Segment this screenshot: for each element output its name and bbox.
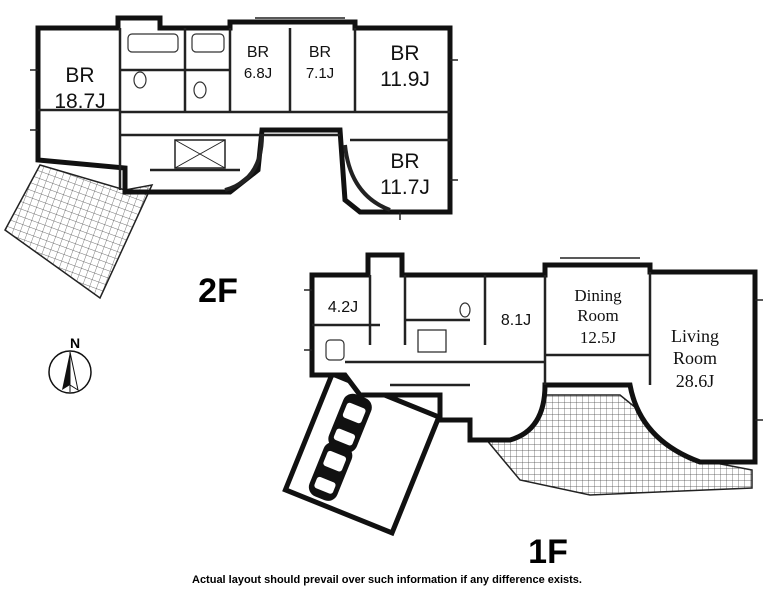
room-label-living-1: Living <box>671 326 719 346</box>
room-label-br-11a: BR <box>390 42 419 65</box>
outer-wall-2f <box>35 15 453 215</box>
room-size-dining: 12.5J <box>580 328 617 347</box>
room-label-dining-1: Dining <box>574 286 622 305</box>
first-floor: 4.2J 8.1J Dining Room 12.5J Living Room … <box>282 252 763 571</box>
disclaimer-text: Actual layout should prevail over such i… <box>192 574 582 586</box>
room-size-br-11b: 11.7J <box>380 176 430 199</box>
north-arrow-icon: N <box>48 335 92 394</box>
room-label-dining-2: Room <box>577 306 619 325</box>
room-label-br-7: BR <box>309 44 331 61</box>
floor-label-2f: 2F <box>198 272 238 310</box>
stair-1f <box>417 329 447 353</box>
room-size-br-6: 6.8J <box>244 65 272 82</box>
floor-label-1f: 1F <box>528 533 568 571</box>
outer-wall-1f <box>309 252 758 465</box>
garage <box>282 370 443 537</box>
floor-plan: BR 18.7J BR 6.8J BR 7.1J BR 11.9J BR 11.… <box>4 15 763 571</box>
room-size-br-11a: 11.9J <box>380 68 430 91</box>
room-label-living-2: Room <box>673 348 717 368</box>
balcony-2f <box>4 164 154 300</box>
room-size-r-4: 4.2J <box>328 299 358 316</box>
second-floor: BR 18.7J BR 6.8J BR 7.1J BR 11.9J BR 11.… <box>4 15 458 310</box>
room-label-br-6: BR <box>247 44 269 61</box>
room-label-br-18: BR <box>65 64 94 87</box>
room-size-living: 28.6J <box>676 371 715 391</box>
stair-2f <box>174 139 226 169</box>
room-size-br-18: 18.7J <box>54 90 105 113</box>
terrace-1f <box>468 394 753 496</box>
room-label-br-11b: BR <box>390 150 419 173</box>
room-size-r-8: 8.1J <box>501 312 531 329</box>
room-size-br-7: 7.1J <box>306 65 334 82</box>
compass-label: N <box>70 335 80 351</box>
